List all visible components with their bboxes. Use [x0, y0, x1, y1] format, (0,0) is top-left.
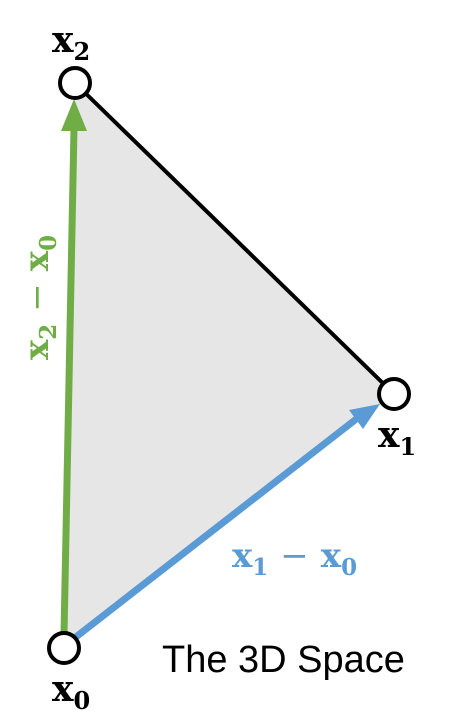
vertex-x1-label: x1	[378, 414, 416, 461]
vertex-x0-marker	[47, 631, 81, 665]
vector-x2-minus-x0-label: x2−x0	[17, 235, 62, 360]
vector-x1-minus-x0	[68, 416, 359, 644]
vector-x2-minus-x0	[60, 124, 78, 638]
vertex-x2-marker	[58, 66, 92, 100]
vertex-x2-label: x2	[52, 19, 90, 66]
triangle-face	[64, 83, 394, 648]
edge-x2-x1	[73, 81, 396, 396]
caption: The 3D Space	[162, 639, 405, 681]
vector-x2-minus-x0-arrowhead	[61, 99, 87, 131]
vertex-x0-label: x0	[52, 668, 90, 715]
vector-x1-minus-x0-arrowhead	[349, 404, 380, 429]
vertex-x1-marker	[377, 377, 411, 411]
vector-x1-minus-x0-label: x1−x0	[232, 536, 357, 581]
